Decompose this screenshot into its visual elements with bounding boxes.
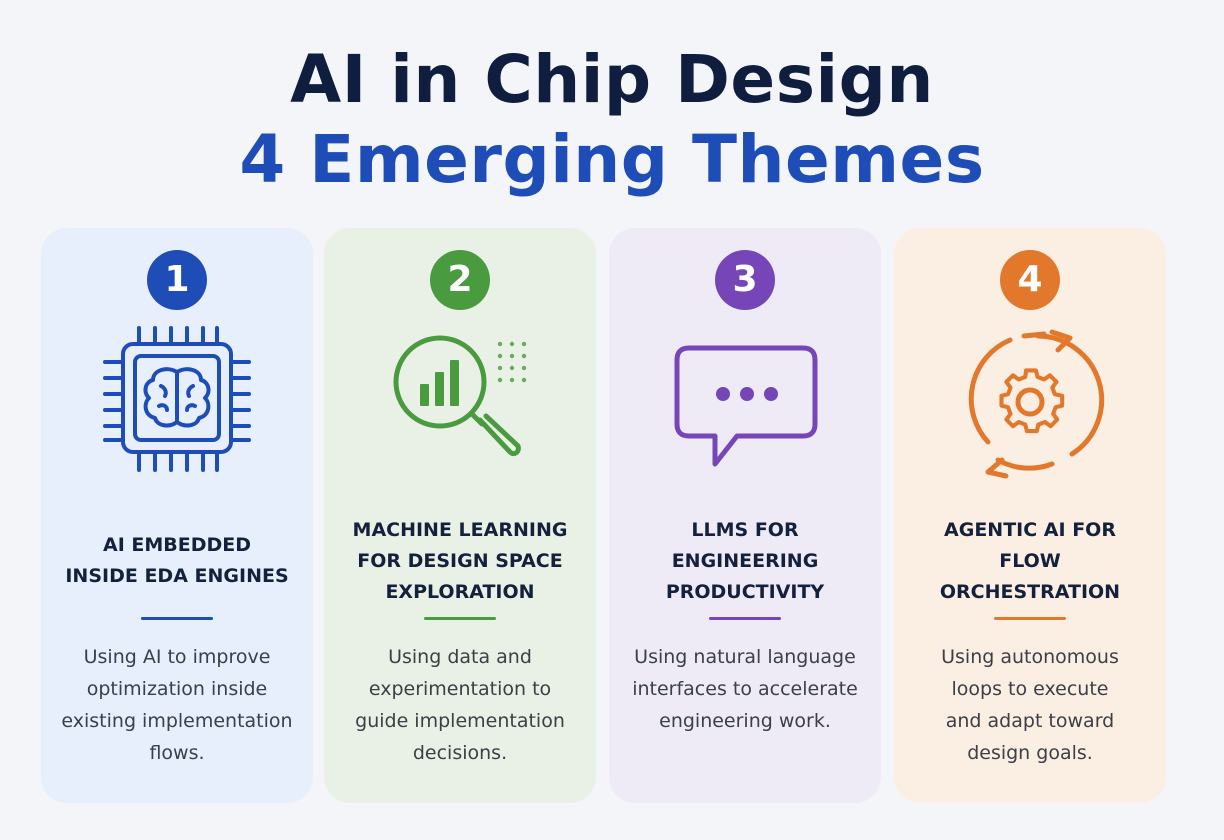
theme-description: Using autonomous loops to execute and ad… (898, 641, 1162, 769)
divider (709, 617, 781, 620)
description-line: Using autonomous (941, 646, 1119, 668)
heading-line: ENGINEERING (671, 549, 819, 572)
title-block: AI in Chip Design 4 Emerging Themes (0, 40, 1224, 200)
theme-description: Using natural language interfaces to acc… (613, 641, 877, 737)
theme-heading: MACHINE LEARNING FOR DESIGN SPACE EXPLOR… (330, 506, 590, 616)
description-line: existing implementation (61, 710, 293, 732)
heading-line: AI EMBEDDED (102, 534, 252, 556)
theme-description: Using data and experimentation to guide … (328, 641, 592, 769)
theme-number-badge: 2 (430, 250, 490, 310)
divider (994, 617, 1066, 620)
description-line: optimization inside (86, 678, 268, 700)
description-line: guide implementation (355, 710, 565, 732)
gear-cycle-icon (940, 324, 1120, 484)
heading-line: AGENTIC AI FOR (944, 518, 1116, 541)
theme-heading: AGENTIC AI FOR FLOW ORCHESTRATION (900, 506, 1160, 616)
description-line: Using data and (388, 646, 532, 668)
magnifier-chart-icon (370, 324, 550, 484)
description-line: design goals. (967, 742, 1093, 764)
description-line: experimentation to (368, 678, 552, 700)
heading-line: PRODUCTIVITY (665, 580, 825, 603)
description-line: Using AI to improve (83, 646, 271, 668)
theme-number-badge: 4 (1000, 250, 1060, 310)
theme-heading: LLMS FOR ENGINEERING PRODUCTIVITY (615, 506, 875, 616)
heading-line: ORCHESTRATION (939, 580, 1121, 603)
theme-card-3: 3 LLMS FOR ENGINEERING PRODUCTIVITY Usin… (609, 228, 881, 803)
heading-line: MACHINE LEARNING (352, 518, 568, 541)
description-line: flows. (149, 742, 205, 764)
description-line: engineering work. (659, 710, 831, 732)
heading-line: FOR DESIGN SPACE (357, 549, 563, 572)
theme-description: Using AI to improve optimization inside … (45, 641, 309, 769)
page-title: AI in Chip Design (290, 41, 934, 118)
description-line: and adapt toward (945, 710, 1115, 732)
description-line: loops to execute (951, 678, 1109, 700)
page-subtitle: 4 Emerging Themes (239, 121, 985, 198)
heading-line: LLMS FOR (691, 518, 799, 541)
divider (141, 617, 213, 620)
theme-number-badge: 3 (715, 250, 775, 310)
theme-card-4: 4 AGENTIC AI FOR FLOW ORCHESTRATION (894, 228, 1166, 803)
chip-brain-icon (87, 324, 267, 484)
description-line: decisions. (412, 742, 508, 764)
heading-line: INSIDE EDA ENGINES (65, 565, 289, 587)
heading-line: FLOW (999, 549, 1061, 572)
description-line: Using natural language (634, 646, 856, 668)
heading-line: EXPLORATION (385, 580, 535, 603)
theme-number-badge: 1 (147, 250, 207, 310)
chat-bubble-icon (655, 324, 835, 484)
description-line: interfaces to accelerate (632, 678, 858, 700)
divider (424, 617, 496, 620)
theme-card-1: 1 (41, 228, 313, 803)
theme-heading: AI EMBEDDED INSIDE EDA ENGINES (47, 506, 307, 616)
theme-card-2: 2 MACHINE LEARNING FOR DESIGN SPACE E (324, 228, 596, 803)
